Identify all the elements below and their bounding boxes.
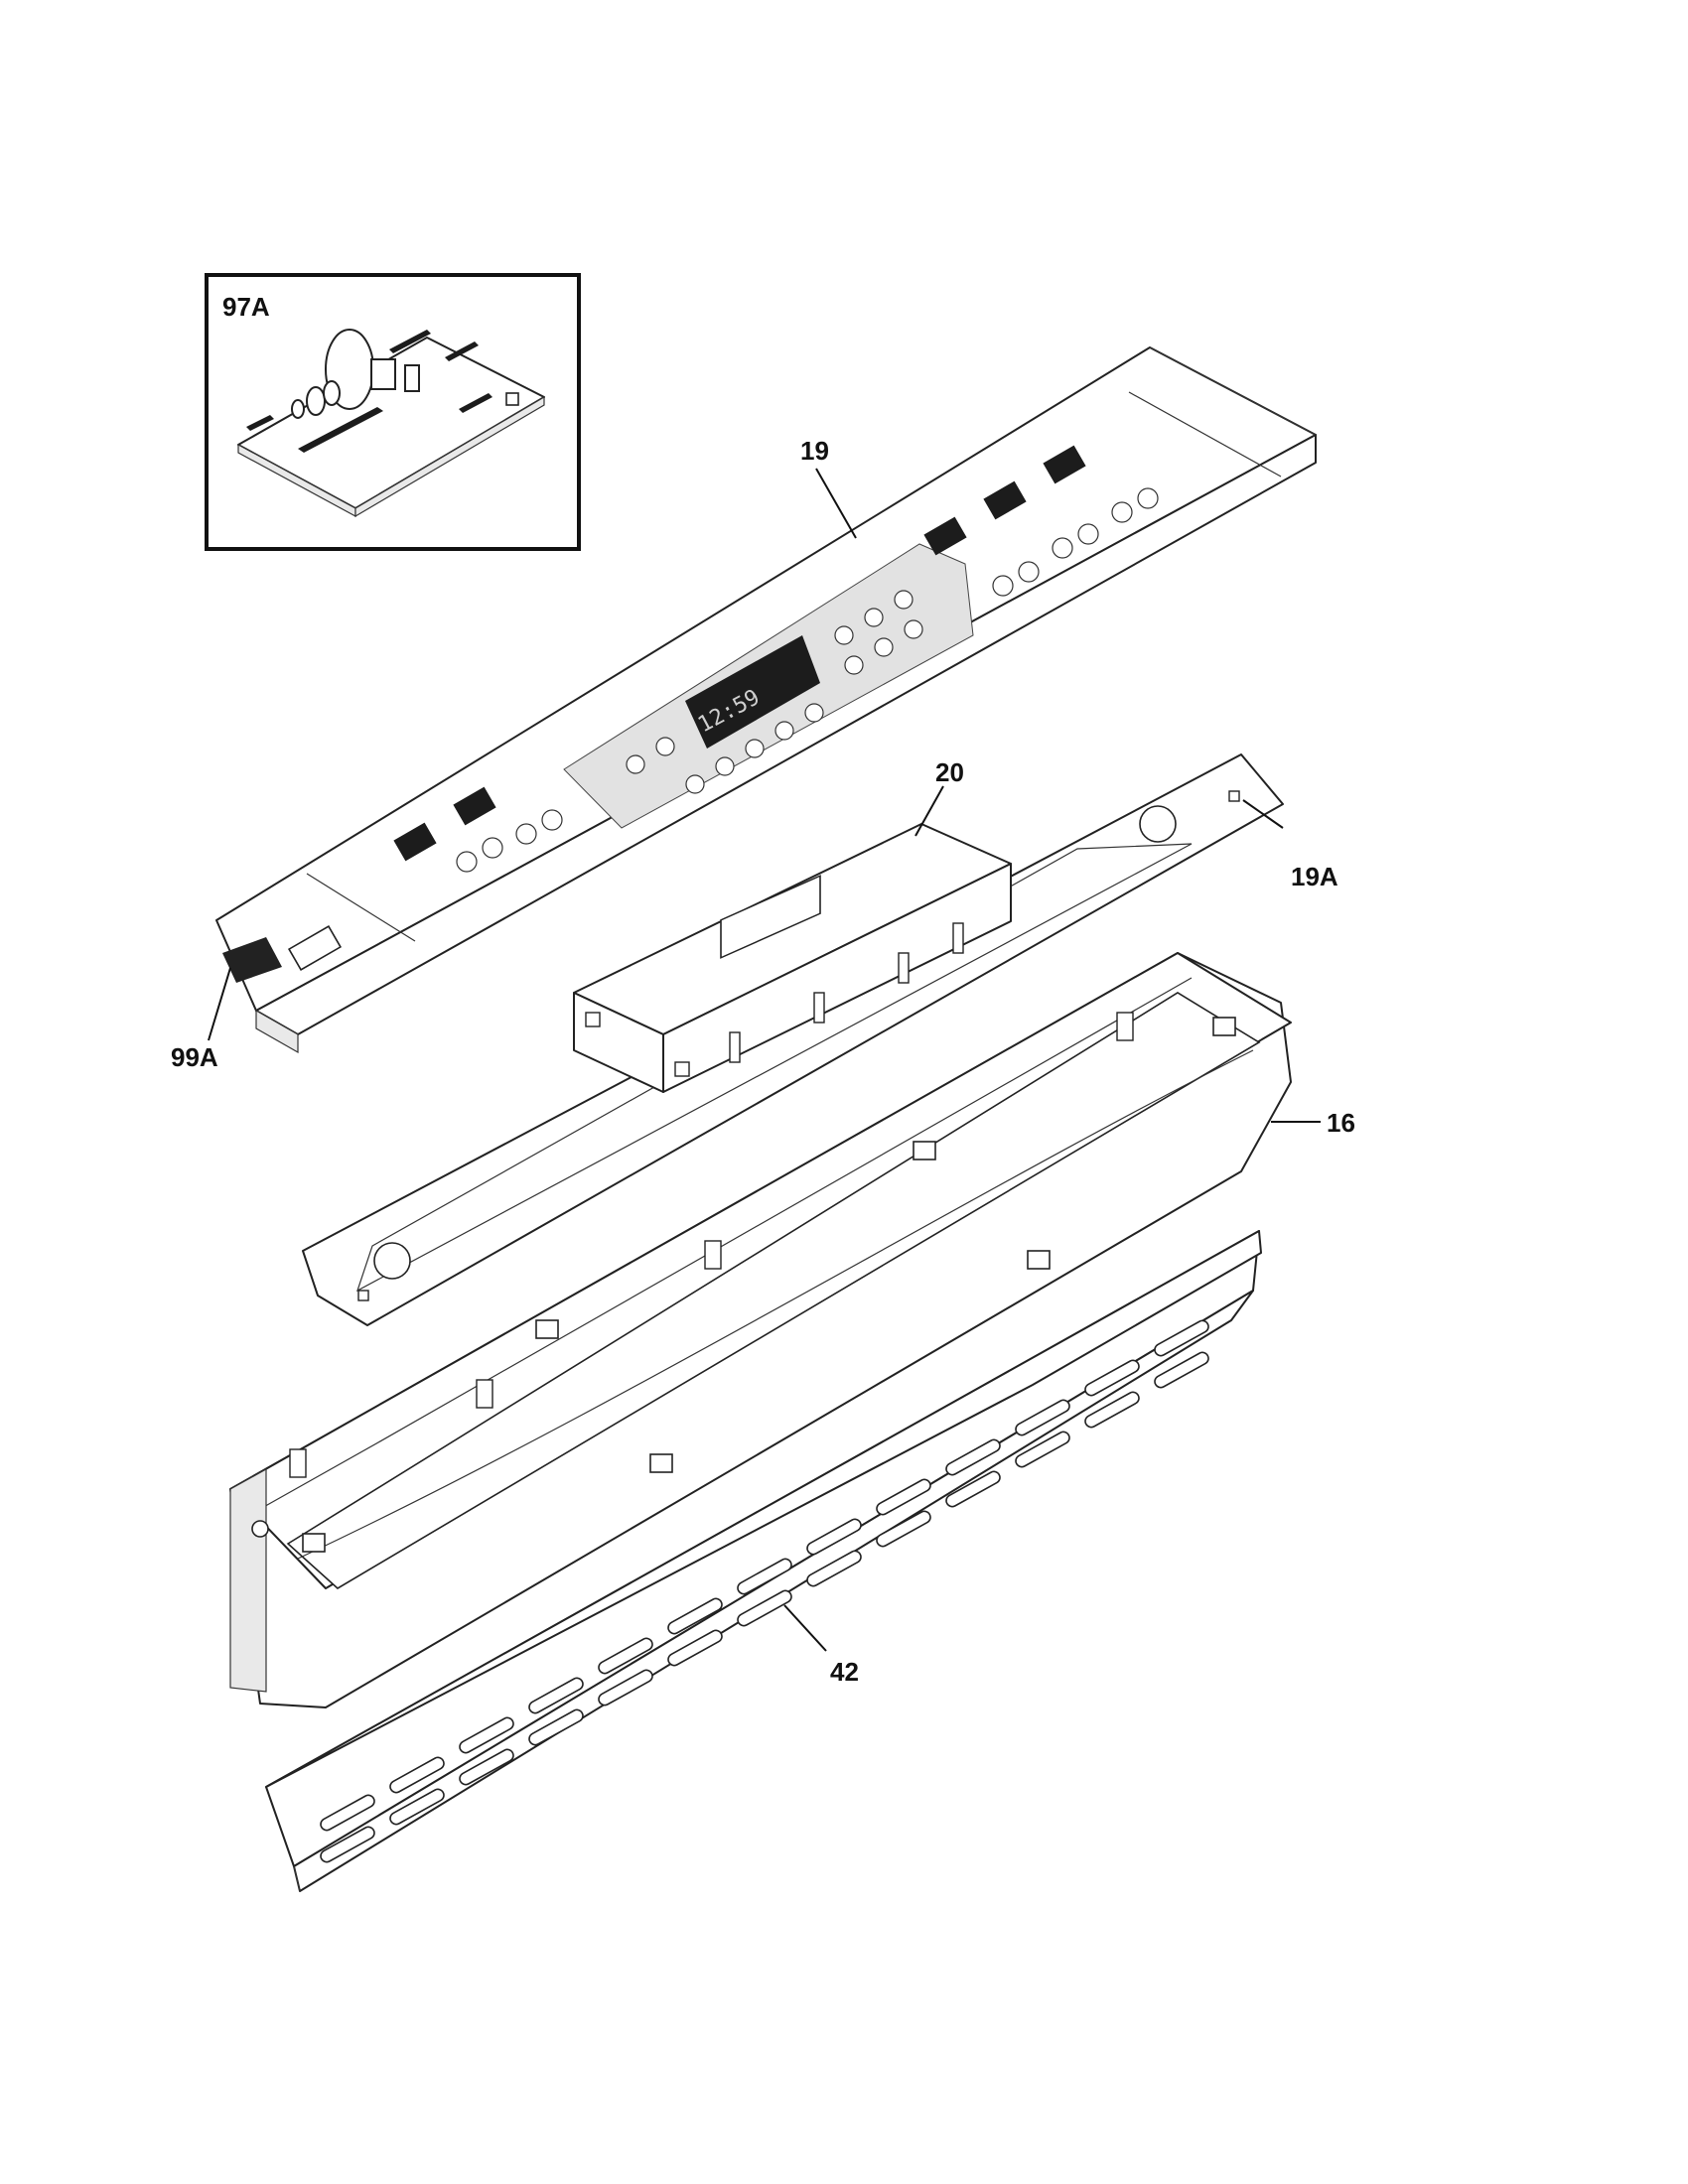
vent-slots [320,1319,1209,1863]
inset-label-97a: 97A [222,292,270,322]
callout-20: 20 [935,757,964,787]
callout-42: 42 [830,1657,859,1687]
ribbon-cable [222,937,282,983]
callout-99a: 99A [171,1042,218,1072]
leader-42 [783,1604,827,1652]
leader-20 [914,785,944,837]
vent-trim-42 [265,1230,1262,1892]
callout-16: 16 [1327,1108,1355,1138]
leader-19a [1242,799,1284,829]
frame-clips [289,1012,1236,1553]
inset-97a: 97A [205,273,581,551]
panel-frame-16 [229,952,1292,1708]
selector-pads [393,445,1086,862]
leader-99a [208,967,231,1041]
keypad-buttons [456,487,1159,873]
leader-19 [815,468,857,539]
callout-19: 19 [800,436,829,466]
electronic-control-20 [573,823,1012,1093]
control-panel-19: 12:59 [215,346,1317,1054]
callout-19a: 19A [1291,862,1338,891]
callouts: 19 20 19A 99A 16 42 [171,436,1355,1687]
control-board-drawing [237,329,545,518]
